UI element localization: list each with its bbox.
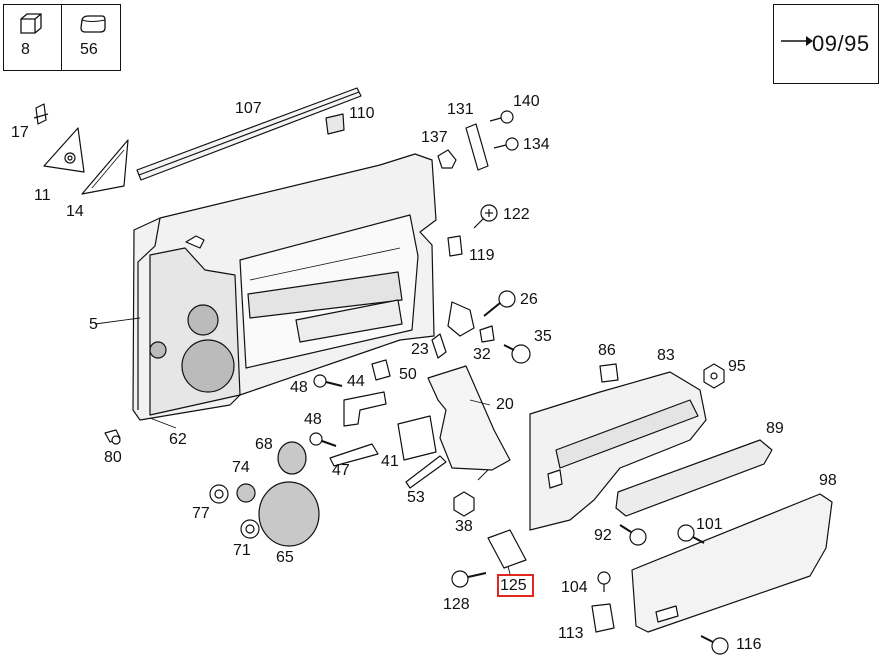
part-label-65: 65	[276, 549, 294, 566]
part-label-89: 89	[766, 420, 784, 437]
legend-label-56: 56	[80, 41, 98, 58]
part-label-71: 71	[233, 542, 251, 559]
trim-98	[631, 493, 833, 633]
legend-box: 8 56	[3, 4, 121, 71]
part-label-53: 53	[407, 489, 425, 506]
nut-95	[703, 363, 725, 389]
part-label-116: 116	[736, 636, 762, 653]
part-label-104: 104	[561, 579, 588, 596]
version-box: 09/95	[773, 4, 879, 84]
part-label-48-lower: 48	[304, 411, 322, 428]
screw-116	[700, 635, 729, 655]
part-label-119: 119	[469, 247, 495, 264]
part-label-74: 74	[232, 459, 250, 476]
part-label-14: 14	[66, 203, 84, 220]
part-label-48-upper: 48	[290, 379, 308, 396]
highlight-box-125	[497, 574, 534, 597]
part-label-35: 35	[534, 328, 552, 345]
screw-48b	[309, 432, 337, 447]
linkage-47	[329, 443, 379, 467]
arrow-right-icon	[781, 36, 813, 46]
part-label-77: 77	[192, 505, 210, 522]
handle-44	[343, 391, 387, 427]
cube-part-icon	[20, 13, 42, 34]
part-label-20: 20	[496, 396, 514, 413]
clip-23b	[431, 333, 447, 359]
screw-104	[597, 571, 611, 592]
part-label-68: 68	[255, 436, 273, 453]
part-label-101: 101	[696, 516, 723, 533]
bolt-35	[503, 344, 531, 364]
leader-lines	[94, 317, 511, 575]
mirror-base-11	[43, 127, 85, 173]
part-label-128: 128	[443, 596, 470, 613]
part-label-23: 23	[411, 341, 429, 358]
clip-50	[371, 359, 391, 381]
part-label-107: 107	[235, 100, 262, 117]
part-label-41: 41	[381, 453, 399, 470]
part-label-32: 32	[473, 346, 491, 363]
part-label-98: 98	[819, 472, 837, 489]
grille-74	[236, 483, 256, 503]
part-label-140: 140	[513, 93, 540, 110]
plate-125	[487, 529, 527, 569]
part-label-92: 92	[594, 527, 612, 544]
part-label-125: 125	[500, 577, 527, 594]
cushion-part-icon	[80, 15, 106, 33]
screw-48a	[313, 374, 343, 388]
screw-128	[451, 570, 487, 588]
clip-86	[599, 363, 619, 383]
bracket-23	[447, 301, 475, 337]
part-label-113: 113	[558, 625, 584, 642]
part-label-62: 62	[169, 431, 187, 448]
part-label-137: 137	[421, 129, 448, 146]
grille-65	[258, 481, 320, 547]
part-label-131: 131	[447, 101, 474, 118]
part-label-86: 86	[598, 342, 616, 359]
part-label-26: 26	[520, 291, 538, 308]
triangle-cover-14	[81, 139, 129, 195]
part-label-44: 44	[347, 373, 365, 390]
part-label-80: 80	[104, 449, 122, 466]
part-label-5: 5	[89, 316, 98, 333]
legend-divider	[61, 5, 62, 70]
part-label-83: 83	[657, 347, 675, 364]
clip-32	[479, 325, 495, 343]
part-label-50: 50	[399, 366, 417, 383]
armrest-20	[427, 365, 511, 471]
screw-26	[483, 290, 516, 317]
screw-92	[619, 524, 647, 546]
cap-137	[437, 149, 457, 169]
part-label-95: 95	[728, 358, 746, 375]
rod-53	[405, 455, 447, 489]
clip-110	[325, 113, 345, 135]
weatherstrip-107	[136, 87, 362, 181]
screw-140	[489, 110, 514, 124]
part-label-122: 122	[503, 206, 530, 223]
part-label-47: 47	[332, 462, 350, 479]
nut-38	[453, 491, 475, 517]
screw-122	[473, 204, 498, 229]
strip-89	[615, 439, 773, 517]
bracket-131	[465, 123, 489, 171]
screw-80	[104, 429, 121, 445]
part-label-110: 110	[349, 105, 375, 122]
screw-134	[493, 137, 519, 151]
clip-119	[447, 235, 463, 257]
part-label-11: 11	[34, 187, 51, 204]
screw-101	[677, 524, 705, 544]
clip-113	[591, 603, 615, 633]
legend-label-8: 8	[21, 41, 30, 58]
part-label-17: 17	[11, 124, 29, 141]
clip-17	[33, 103, 49, 125]
version-date: 09/95	[812, 31, 870, 56]
panel-41	[397, 415, 437, 461]
part-label-134: 134	[523, 136, 550, 153]
door-panel-5	[132, 153, 437, 421]
part-label-38: 38	[455, 518, 473, 535]
grille-68	[277, 441, 307, 475]
